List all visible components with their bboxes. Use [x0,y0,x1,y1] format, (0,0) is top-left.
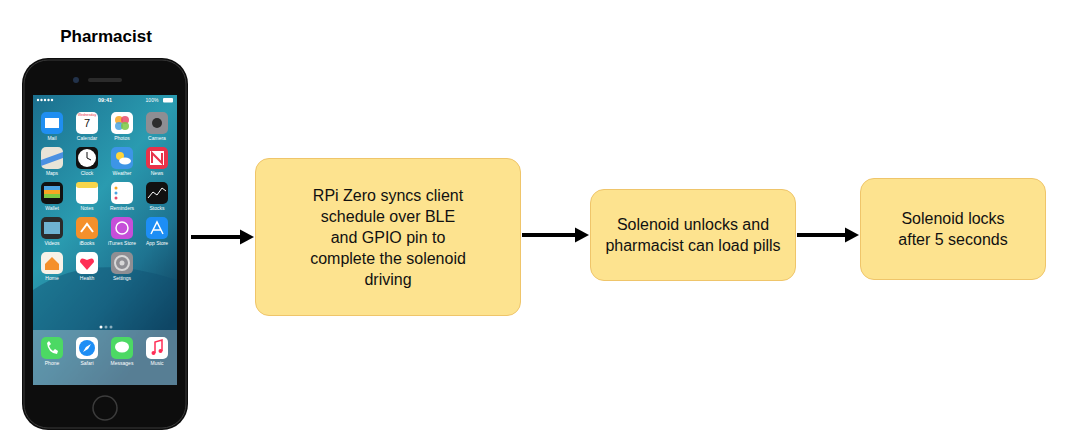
flow-arrow [522,228,589,243]
app-label: Maps [32,170,72,176]
app-label: Videos [32,240,72,246]
app-label: News [137,170,177,176]
app-label: Phone [32,360,72,366]
app-label: Notes [67,205,107,211]
app-label: Home [32,275,72,281]
step-text: Solenoid unlocks and pharmacist can load… [605,214,781,256]
app-label: Photos [102,135,142,141]
calendar-text: Wednesday [67,113,107,118]
app-label: iTunes Store [102,240,142,246]
status-text: 09:41 [85,97,125,104]
user-phone: Pharmacist [22,22,190,430]
app-label: Clock [67,170,107,176]
role-heading: Pharmacist [22,22,190,48]
app-label: Settings [102,275,142,281]
flow-arrow [191,230,254,245]
app-label: Calendar [67,135,107,141]
app-label: Wallet [32,205,72,211]
app-label: Music [137,360,177,366]
app-label: Health [67,275,107,281]
flow-arrow [797,228,859,243]
app-label: Safari [67,360,107,366]
step-text: Solenoid locks after 5 seconds [889,208,1017,250]
status-text: 100% [132,97,172,103]
process-box: Solenoid unlocks and pharmacist can load… [590,189,796,281]
app-label: Messages [102,360,142,366]
process-box: RPi Zero syncs client schedule over BLE … [255,158,521,316]
process-box: Solenoid locks after 5 seconds [860,178,1046,280]
app-label: Camera [137,135,177,141]
app-label: Reminders [102,205,142,211]
app-label: iBooks [67,240,107,246]
step-text: RPi Zero syncs client schedule over BLE … [308,185,468,290]
app-label: Weather [102,170,142,176]
app-label: App Store [137,240,177,246]
app-label: Stocks [137,205,177,211]
app-label: Mail [32,135,72,141]
calendar-text: 7 [67,117,107,129]
